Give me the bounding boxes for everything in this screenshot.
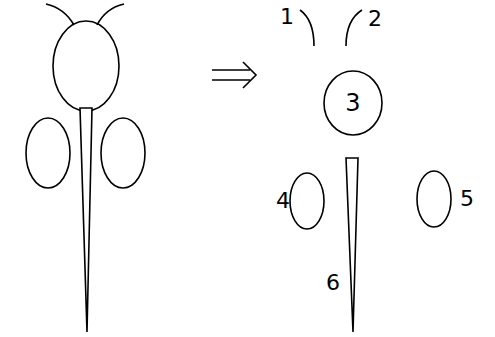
callout-number: 3 xyxy=(323,70,383,136)
callout-number: 1 xyxy=(280,6,294,28)
antenna xyxy=(46,4,74,25)
side-oval-part xyxy=(417,171,451,227)
side-oval xyxy=(101,118,145,188)
side-oval-part xyxy=(290,173,324,229)
spike-part xyxy=(346,158,358,332)
antenna-part xyxy=(346,10,362,46)
antenna-part xyxy=(300,10,314,46)
callout-number: 6 xyxy=(326,272,340,294)
arrow-head xyxy=(243,62,256,88)
body-circle xyxy=(53,21,119,111)
spike xyxy=(80,108,92,332)
callout-number: 2 xyxy=(368,8,382,30)
side-oval xyxy=(26,118,70,188)
part-circle: 3 xyxy=(323,70,383,136)
antenna xyxy=(97,4,124,25)
callout-number: 4 xyxy=(276,190,290,212)
callout-number: 5 xyxy=(460,188,474,210)
arrow-shaft xyxy=(212,70,250,80)
